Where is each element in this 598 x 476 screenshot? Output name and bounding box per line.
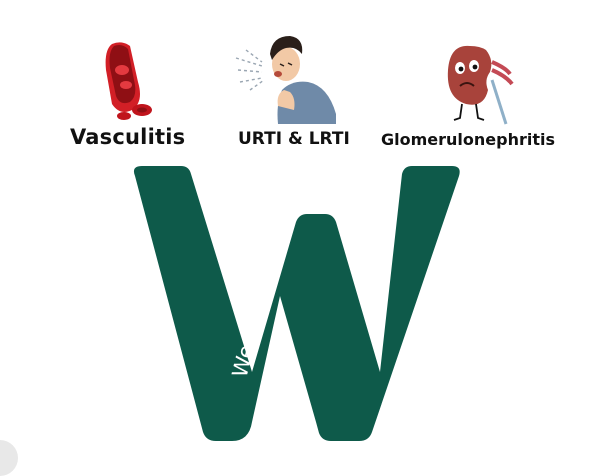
label-vasculitis: Vasculitis [70,125,186,149]
sneezing-person-icon [235,36,336,124]
label-urti-lrti: URTI & LRTI [238,129,350,149]
diagram: Wegner's Triad Vasculitis URTI & LRTI Gl… [0,36,556,476]
label-glomerulonephritis: Glomerulonephritis [381,130,556,149]
w-letter [133,166,460,441]
sad-kidney-icon [447,45,514,125]
w-letter-shape [133,166,460,441]
blood-vessel-icon [105,42,152,120]
